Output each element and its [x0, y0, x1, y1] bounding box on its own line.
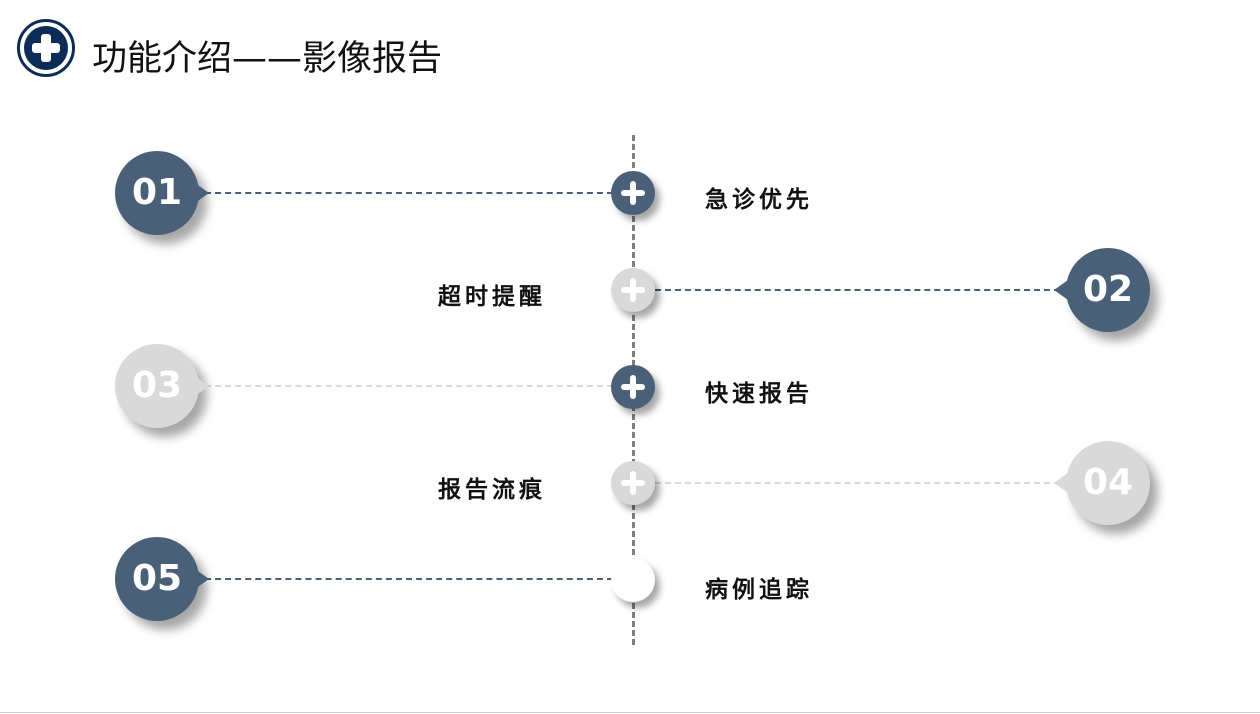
- step-bubble-02: 02: [1054, 248, 1150, 332]
- step-bubble-05: 05: [115, 537, 209, 621]
- step-number: 02: [1082, 269, 1134, 310]
- step-number: 03: [131, 365, 183, 406]
- plus-node-icon: [611, 365, 655, 409]
- item-label: 报告流痕: [438, 477, 546, 503]
- step-number: 01: [131, 172, 183, 213]
- item-label: 急诊优先: [705, 187, 813, 213]
- connector-line: [205, 578, 613, 580]
- connector-line: [655, 482, 1060, 484]
- plus-node-icon: [611, 171, 655, 215]
- connector-line: [205, 192, 613, 194]
- step-number: 04: [1082, 462, 1134, 503]
- connector-line: [655, 289, 1060, 291]
- empty-node: [611, 558, 655, 602]
- plus-node-icon: [611, 268, 655, 312]
- step-bubble-04: 04: [1054, 441, 1150, 525]
- connector-line: [205, 385, 613, 387]
- bottom-divider: [0, 712, 1260, 713]
- page-title: 功能介绍——影像报告: [92, 39, 443, 79]
- step-bubble-03: 03: [115, 344, 209, 428]
- item-label: 病例追踪: [705, 577, 813, 603]
- step-bubble-01: 01: [115, 151, 209, 235]
- item-label: 超时提醒: [438, 284, 546, 310]
- plus-circle-icon: [17, 19, 75, 77]
- plus-node-icon: [611, 461, 655, 505]
- item-label: 快速报告: [705, 381, 813, 407]
- step-number: 05: [131, 558, 183, 599]
